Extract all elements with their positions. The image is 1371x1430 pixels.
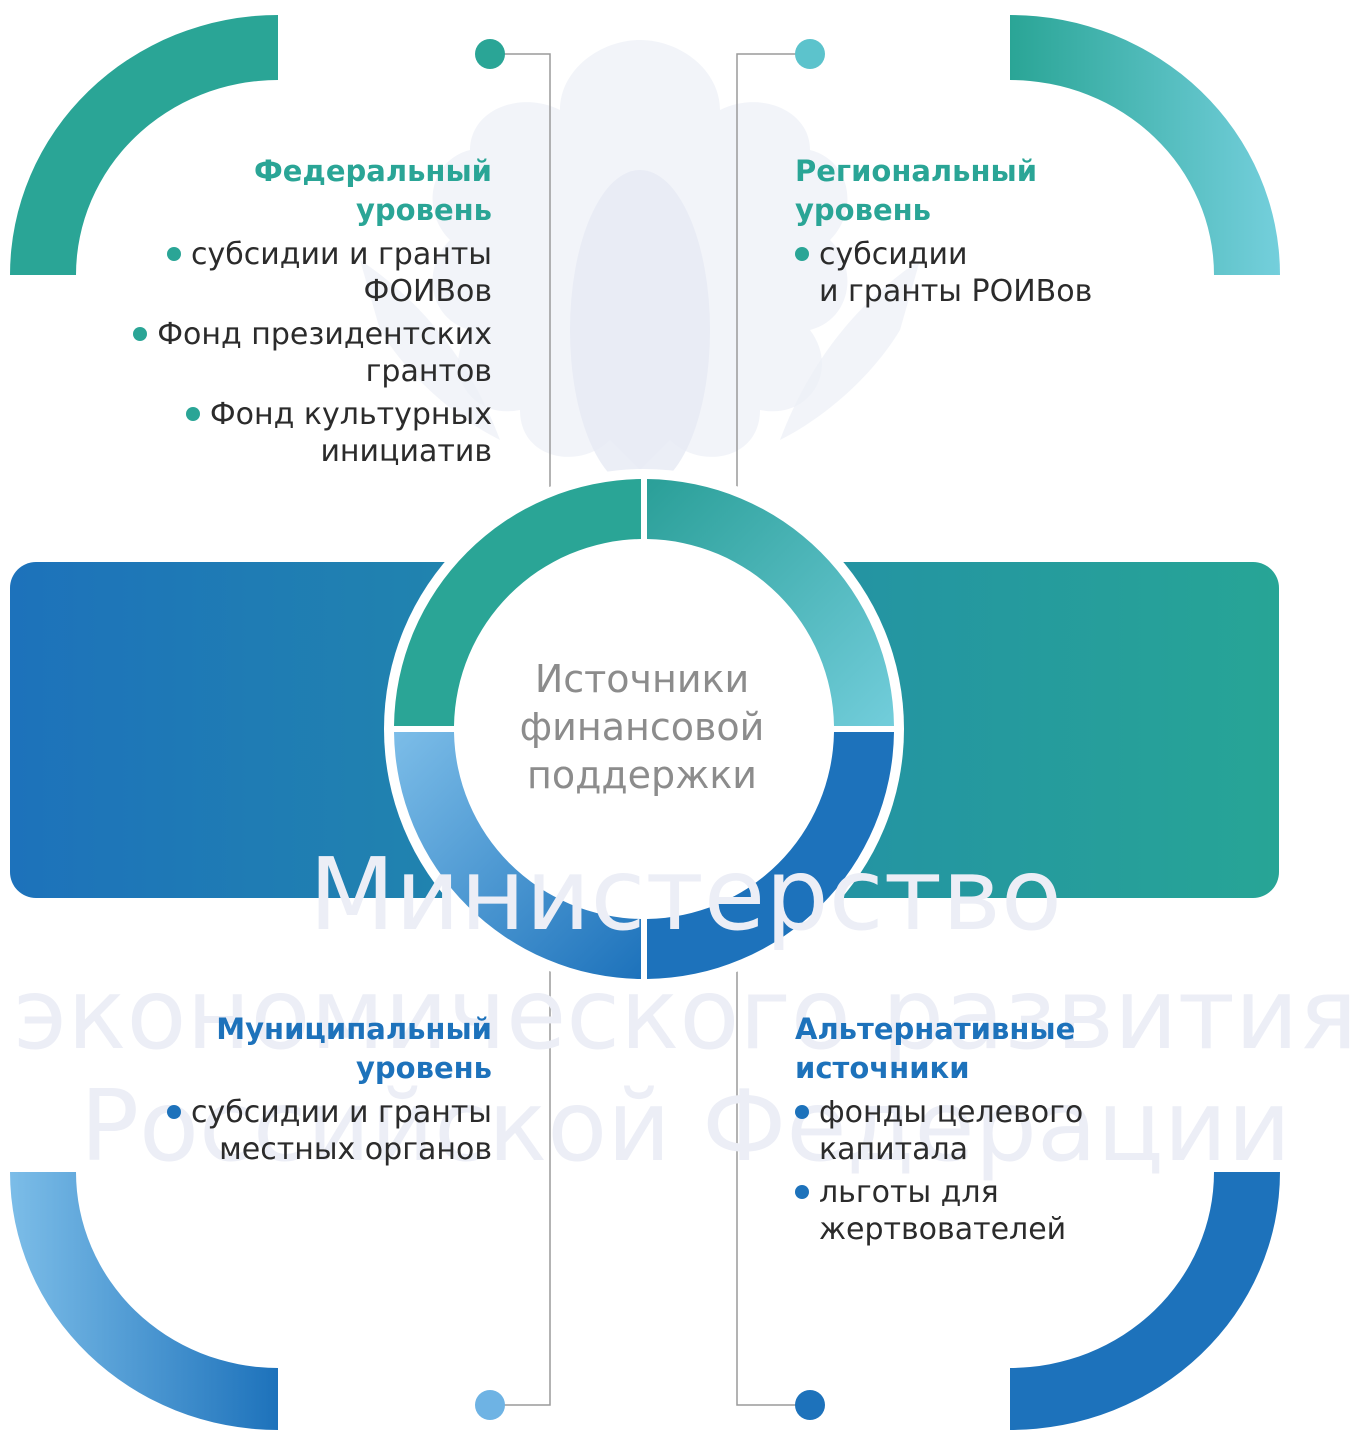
dot-federal [475,39,505,69]
alternative-title: Альтернативные источники [795,1010,1215,1088]
alternative-block: Альтернативные источники фонды целевого … [795,1010,1215,1248]
regional-item: субсидии и гранты РОИВов [795,236,1215,310]
municipal-item: субсидии и гранты местных органов [60,1094,492,1168]
regional-title-line: Региональный [795,154,1038,188]
regional-item-text: субсидии [819,237,968,272]
federal-item: Фонд культурных инициатив [60,396,492,470]
federal-item-text: грантов [365,354,492,389]
ring-center [458,543,830,915]
ring-segment-municipal [394,732,641,979]
alternative-item-text: жертвователей [819,1212,1067,1247]
bullet-icon [133,327,148,341]
bullet-icon [185,407,200,421]
municipal-item-text: субсидии и гранты [190,1095,492,1130]
alternative-item: льготы для жертвователей [795,1174,1215,1248]
arc-top-left [10,15,278,275]
ring-segment-regional [647,479,894,726]
municipal-item-text: местных органов [219,1132,492,1167]
emblem-watermark [360,40,920,490]
alternative-item-text: льготы для [819,1175,999,1210]
federal-block: Федеральный уровень субсидии и гранты ФО… [60,152,492,470]
federal-item-text: Фонд президентских [157,317,492,352]
dot-alternative [795,1390,825,1420]
federal-title: Федеральный уровень [60,152,492,230]
alternative-item-text: фонды целевого [819,1095,1084,1130]
center-label: Источники финансовой поддержки [470,655,814,799]
municipal-block: Муниципальный уровень субсидии и гранты … [60,1010,492,1168]
federal-item: субсидии и гранты ФОИВов [60,236,492,310]
regional-title-line: уровень [795,193,931,227]
connector-municipal [490,970,551,1406]
regional-item-text: и гранты РОИВов [819,274,1093,309]
dot-municipal [475,1390,505,1420]
federal-title-line: уровень [356,193,492,227]
municipal-title: Муниципальный уровень [60,1010,492,1088]
dot-regional [795,39,825,69]
bullet-icon [795,247,809,261]
alternative-item-text: капитала [819,1132,969,1167]
municipal-title-line: Муниципальный [216,1012,492,1046]
center-label-line: Источники [534,657,750,701]
bullet-icon [166,247,181,261]
federal-item-text: субсидии и гранты [190,237,492,272]
bullet-icon [795,1105,809,1119]
ring-segment-federal [394,479,641,726]
federal-title-line: Федеральный [253,154,492,188]
arc-top-right [1010,15,1280,275]
alternative-title-line: источники [795,1051,970,1085]
ring-segment-alternative [647,732,894,979]
watermark-line-2: экономического развития [13,958,1358,1072]
watermark-line-1: Министерство [308,836,1063,953]
alternative-title-line: Альтернативные [795,1012,1076,1046]
federal-item: Фонд президентских грантов [60,316,492,390]
regional-block: Региональный уровень субсидии и гранты Р… [795,152,1215,310]
connector-regional [736,53,810,490]
bullet-icon [166,1105,181,1119]
bullet-icon [795,1185,809,1199]
watermark-line-3: Российской Федерации [79,1070,1292,1184]
connector-alternative [736,970,810,1406]
arc-bottom-right [1010,1172,1280,1430]
alternative-item: фонды целевого капитала [795,1094,1215,1168]
center-label-line: поддержки [526,753,758,797]
municipal-title-line: уровень [356,1051,492,1085]
federal-item-text: Фонд культурных [209,397,492,432]
regional-title: Региональный уровень [795,152,1215,230]
federal-item-text: инициатив [320,434,492,469]
center-label-line: финансовой [519,705,765,749]
federal-item-text: ФОИВов [363,274,493,309]
connector-federal [490,53,551,490]
arc-bottom-left [10,1172,278,1430]
